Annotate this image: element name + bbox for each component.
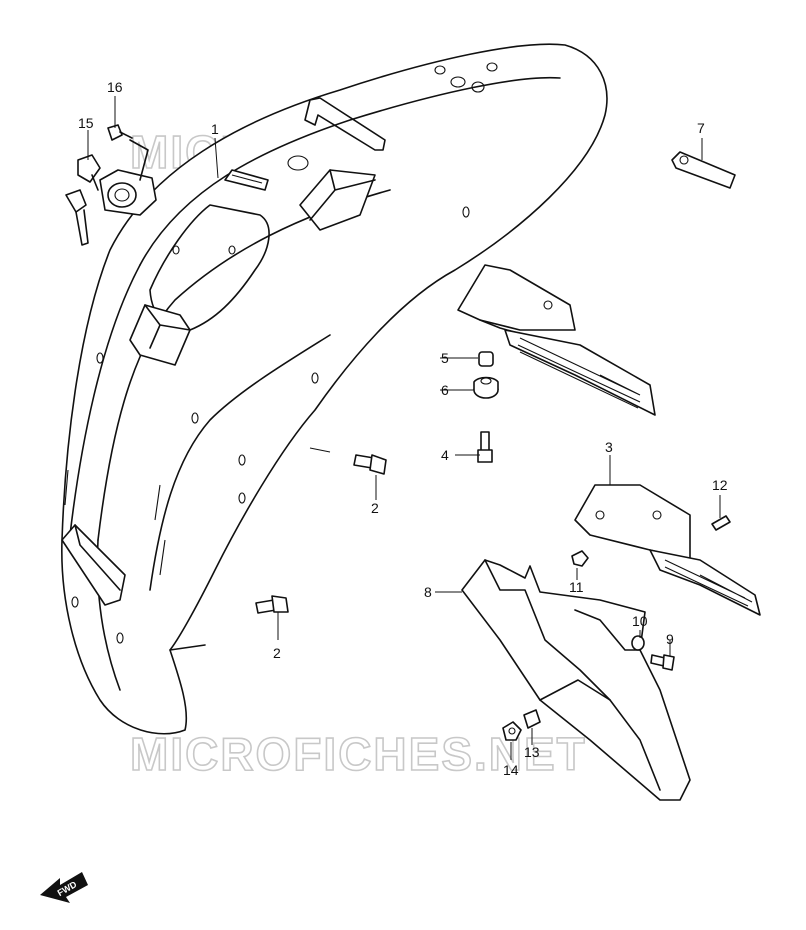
bolt-2-lower — [255, 595, 289, 614]
screw-12 — [711, 515, 731, 531]
callout-8: 8 — [424, 584, 432, 600]
washer-10 — [631, 635, 645, 651]
rear-fender — [61, 43, 608, 735]
bolt-4 — [477, 431, 493, 463]
collar — [478, 351, 494, 367]
fwd-arrow-icon: FWD — [40, 872, 88, 903]
strap-bracket — [671, 151, 736, 189]
callout-2-lower: 2 — [273, 645, 281, 661]
callouts: 1 2 2 3 4 5 6 7 8 9 10 11 12 13 14 15 16 — [78, 79, 728, 778]
callout-2-upper: 2 — [371, 500, 379, 516]
callout-11: 11 — [569, 579, 584, 595]
callout-4: 4 — [441, 447, 449, 463]
callout-14: 14 — [503, 762, 519, 778]
leader-lines — [87, 96, 721, 760]
bolt-2-upper — [353, 454, 387, 475]
rubber-cushion — [473, 376, 499, 399]
side-guard — [461, 559, 691, 801]
callout-7: 7 — [697, 120, 705, 136]
callout-1: 1 — [211, 121, 219, 137]
bolt-9 — [650, 654, 675, 671]
collar-13 — [523, 709, 541, 729]
callout-6: 6 — [441, 382, 449, 398]
seat-lock-set — [65, 124, 157, 246]
callout-3: 3 — [605, 439, 613, 455]
callout-9: 9 — [666, 631, 674, 647]
callout-15: 15 — [78, 115, 94, 131]
callout-12: 12 — [712, 477, 728, 493]
nut-11 — [571, 550, 589, 567]
callout-16: 16 — [107, 79, 123, 95]
upper-footrest-bracket — [457, 264, 656, 416]
callout-13: 13 — [524, 744, 540, 760]
lower-footrest-bracket — [574, 484, 761, 616]
callout-10: 10 — [632, 613, 648, 629]
callout-5: 5 — [441, 350, 449, 366]
nut-14 — [502, 721, 522, 741]
